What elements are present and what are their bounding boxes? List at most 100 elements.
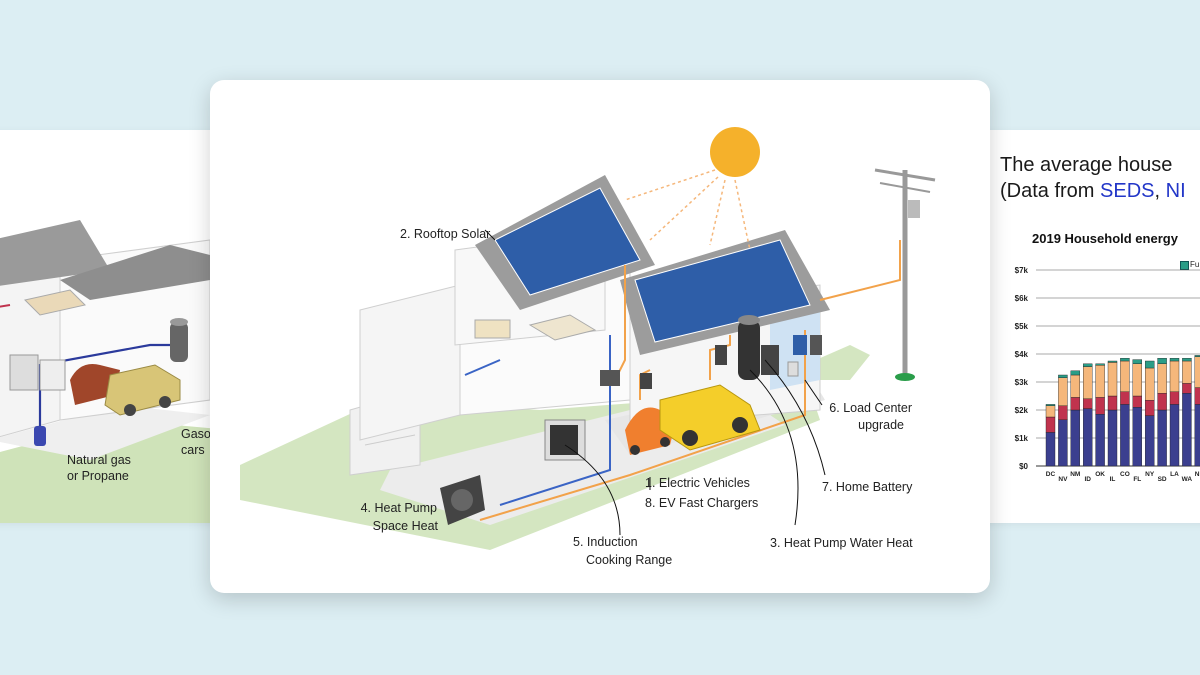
x-tick-label: DC	[1046, 471, 1056, 478]
x-tick-label: LA	[1170, 471, 1179, 478]
bar-segment	[1182, 360, 1192, 384]
bar-segment	[1144, 399, 1155, 416]
title-separator: ,	[1154, 180, 1166, 202]
x-tick-label: NM	[1070, 471, 1080, 478]
bar-segment	[1132, 395, 1143, 408]
electrified-home-illustration	[240, 127, 936, 550]
bar-segment	[1082, 408, 1093, 467]
y-tick-label: $1k	[1015, 434, 1029, 443]
bar-segment	[1182, 392, 1192, 467]
home-battery-label: 7. Home Battery	[822, 480, 913, 494]
bar-segment	[1095, 397, 1105, 415]
x-tick-label: CO	[1120, 471, 1130, 478]
bar-segment	[1120, 360, 1130, 392]
bar-segment	[1045, 405, 1056, 418]
bar-segment	[1107, 409, 1118, 467]
bar-segment	[1182, 383, 1192, 394]
bar-segment	[1157, 409, 1167, 467]
bar-segment	[1045, 416, 1056, 433]
y-tick-label: $0	[1019, 462, 1028, 471]
bar-segment	[1157, 392, 1167, 411]
bar-segment	[1070, 370, 1081, 376]
bar-segment	[1194, 387, 1200, 405]
bar-segment	[1107, 362, 1118, 397]
bar-segment	[1144, 360, 1155, 369]
x-tick-label: SD	[1158, 476, 1167, 483]
data-source-prefix: (Data from	[1000, 180, 1101, 202]
induction-label-line2: Cooking Range	[586, 553, 673, 567]
y-tick-label: $3k	[1015, 378, 1029, 387]
x-tick-label: NV	[1058, 476, 1068, 483]
old-home-illustration	[0, 220, 230, 523]
ev-fast-chargers-label: 8. EV Fast Chargers	[645, 496, 759, 510]
bar-segment	[1132, 406, 1143, 467]
bar-segment	[1095, 363, 1105, 366]
bar-segment	[1058, 377, 1068, 407]
x-tick-label: NY	[1145, 471, 1155, 478]
bar-segment	[1095, 413, 1105, 467]
bar-segment	[1058, 374, 1068, 378]
left-slide-card[interactable]: Natural gas or Propane Gaso cars	[0, 130, 230, 523]
load-center-label-line2: upgrade	[858, 418, 904, 432]
natural-gas-label-line2: or Propane	[67, 469, 129, 483]
bar-segment	[1082, 366, 1093, 399]
bar-segment	[1144, 367, 1155, 401]
gasoline-cars-label-line1: Gaso	[181, 427, 211, 441]
right-slide-card[interactable]: The average house (Data from SEDS, NI 20…	[970, 130, 1200, 523]
y-tick-label: $6k	[1015, 294, 1029, 303]
x-tick-label: WA	[1182, 476, 1193, 483]
bar-segment	[1107, 360, 1118, 363]
load-center-label-line1: 6. Load Center	[829, 401, 912, 415]
bar-segment	[1182, 357, 1192, 362]
bar-segment	[1070, 397, 1081, 411]
x-tick-label: NE	[1195, 471, 1200, 478]
nh-link[interactable]: NI	[1165, 180, 1186, 202]
electric-vehicles-label: 1. Electric Vehicles	[645, 476, 750, 490]
bar-segment	[1058, 405, 1068, 421]
bar-segment	[1194, 355, 1200, 358]
x-tick-label: OK	[1095, 471, 1105, 478]
bar-segment	[1070, 374, 1081, 398]
bar-segment	[1120, 357, 1130, 362]
bar-segment	[1058, 419, 1068, 467]
bar-segment	[1169, 404, 1180, 467]
induction-label-line1: 5. Induction	[573, 535, 638, 549]
x-tick-label: FL	[1133, 476, 1141, 483]
heat-pump-space-heat-label-line1: 4. Heat Pump	[360, 501, 437, 515]
legend-label: Fu	[1190, 260, 1200, 269]
y-tick-label: $5k	[1015, 322, 1029, 331]
seds-link[interactable]: SEDS	[1100, 180, 1155, 202]
bar-segment	[1095, 364, 1105, 398]
bar-segment	[1132, 359, 1143, 364]
bar-segment	[1070, 409, 1081, 467]
rooftop-solar-label: 2. Rooftop Solar	[400, 227, 491, 241]
bar-segment	[1169, 391, 1180, 405]
bar-segment	[1120, 391, 1130, 405]
bar-segment	[1144, 415, 1155, 467]
bar-segment	[1157, 357, 1167, 364]
bar-segment	[1107, 395, 1118, 411]
chart-title: 2019 Household energy	[1032, 231, 1178, 246]
bar-segment	[1045, 432, 1056, 467]
heat-pump-space-heat-label-line2: Space Heat	[372, 519, 438, 533]
right-title-line2: (Data from SEDS, NI	[1000, 178, 1186, 204]
bar-segment	[1132, 363, 1143, 397]
bar-segment	[1120, 404, 1130, 467]
x-tick-label: ID	[1084, 476, 1091, 483]
bar-segment	[1157, 363, 1167, 394]
bar-segment	[1194, 404, 1200, 467]
bar-segment	[1082, 363, 1093, 367]
center-slide-card[interactable]: 2. Rooftop Solar 6. Load Center upgrade …	[210, 80, 990, 593]
y-tick-label: $7k	[1015, 266, 1029, 275]
bar-segment	[1045, 404, 1056, 406]
x-tick-label: IL	[1110, 476, 1116, 483]
bar-segment	[1169, 360, 1180, 392]
bar-segment	[1194, 356, 1200, 388]
heat-pump-water-heat-label: 3. Heat Pump Water Heat	[770, 536, 913, 550]
bar-segment	[1169, 357, 1180, 362]
y-tick-label: $4k	[1015, 350, 1029, 359]
bar-segment	[1082, 398, 1093, 409]
y-tick-label: $2k	[1015, 406, 1029, 415]
legend-swatch	[1180, 261, 1189, 270]
